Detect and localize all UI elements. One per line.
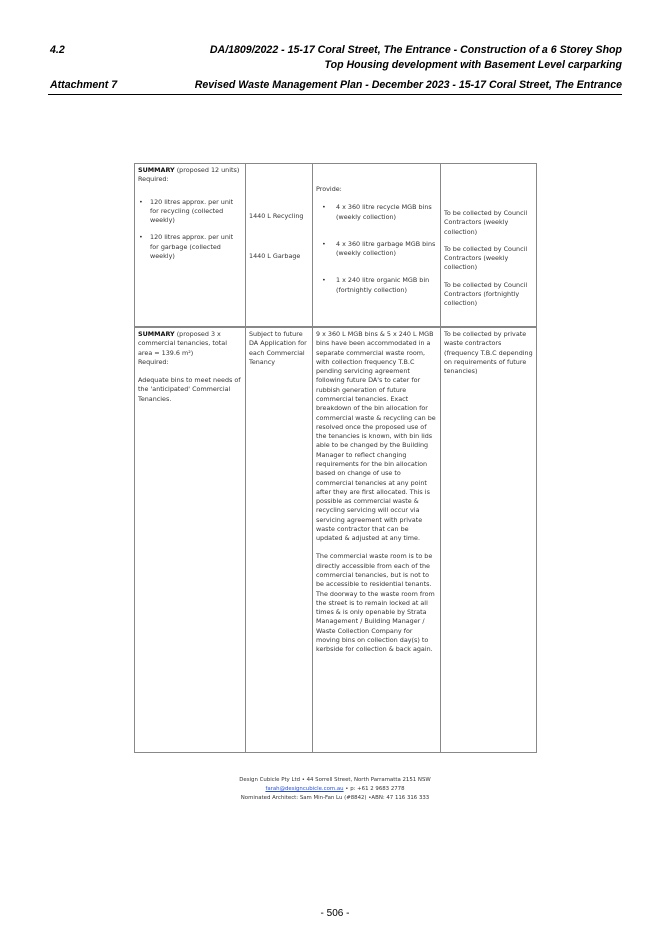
header-title-line1: DA/1809/2022 - 15-17 Coral Street, The E… — [209, 44, 622, 56]
waste-summary-table: SUMMARY (proposed 12 units) Required: •1… — [134, 163, 537, 753]
residential-capacity-cell: 1440 L Recycling 1440 L Garbage — [245, 163, 313, 328]
residential-collection-cell: To be collected by Council Contractors (… — [440, 163, 537, 328]
summary-detail: (proposed 3 x commercial tenancies, tota… — [138, 330, 227, 357]
footer-company-address: Design Cubicle Pty Ltd • 44 Sorrell Stre… — [239, 777, 431, 783]
residential-requirements-cell: SUMMARY (proposed 12 units) Required: •1… — [134, 163, 246, 328]
capacity-recycling: 1440 L Recycling — [249, 212, 304, 220]
requirement-item: •120 litres approx. per unit for garbage… — [139, 233, 234, 260]
plan-title: Revised Waste Management Plan - December… — [194, 79, 622, 91]
attachment-label: Attachment 7 — [50, 79, 118, 91]
required-label: Required: — [138, 357, 169, 366]
requirement-item: •120 litres approx. per unit for recycli… — [139, 197, 234, 225]
provision-paragraph-1: 9 x 360 L MGB bins & 5 x 240 L MGB bins … — [316, 330, 436, 543]
provision-item: •4 x 360 litre recycle MGB bins (weekly … — [322, 203, 432, 221]
header-title-line2: Top Housing development with Basement Le… — [324, 59, 622, 71]
commercial-row: SUMMARY (proposed 3 x commercial tenanci… — [134, 326, 537, 753]
page-number: - 506 - — [320, 908, 350, 919]
email-link[interactable]: farah@designcubicle.com.au — [265, 786, 344, 792]
collection-item: To be collected by Council Contractors (… — [444, 209, 528, 236]
provision-item: •4 x 360 litre garbage MGB bins (weekly … — [322, 239, 436, 258]
phone-text: • p: +61 2 9683 2778 — [343, 786, 405, 792]
commercial-collection-cell: To be collected by private waste contrac… — [440, 326, 537, 753]
capacity-garbage: 1440 L Garbage — [249, 252, 301, 261]
header-divider — [48, 94, 622, 95]
provision-paragraph-2: The commercial waste room is to be direc… — [316, 552, 435, 654]
required-label: Required: — [138, 175, 169, 184]
residential-row: SUMMARY (proposed 12 units) Required: •1… — [134, 163, 537, 328]
residential-provision-cell: Provide: •4 x 360 litre recycle MGB bins… — [312, 163, 441, 328]
provision-item: •1 x 240 litre organic MGB bin (fortnigh… — [322, 276, 430, 294]
item-number: 4.2 — [50, 44, 65, 56]
collection-item: To be collected by Council Contractors (… — [444, 244, 528, 272]
adequate-bins-note: Adequate bins to meet needs of the 'anti… — [138, 376, 241, 403]
summary-detail: (proposed 12 units) — [174, 166, 240, 174]
commercial-capacity-cell: Subject to future DA Application for eac… — [245, 326, 313, 753]
collection-note: To be collected by private waste contrac… — [444, 330, 533, 376]
footer-architect: Nominated Architect: Sam Min-Fan Lu (#88… — [240, 795, 430, 801]
commercial-provision-cell: 9 x 360 L MGB bins & 5 x 240 L MGB bins … — [312, 326, 441, 753]
summary-heading: SUMMARY — [138, 166, 175, 174]
summary-heading: SUMMARY — [138, 330, 175, 338]
provide-label: Provide: — [316, 185, 342, 193]
commercial-requirements-cell: SUMMARY (proposed 3 x commercial tenanci… — [134, 326, 246, 753]
collection-item: To be collected by Council Contractors (… — [444, 280, 528, 308]
capacity-note: Subject to future DA Application for eac… — [249, 330, 307, 366]
footer-contact: farah@designcubicle.com.au • p: +61 2 96… — [0, 786, 670, 792]
